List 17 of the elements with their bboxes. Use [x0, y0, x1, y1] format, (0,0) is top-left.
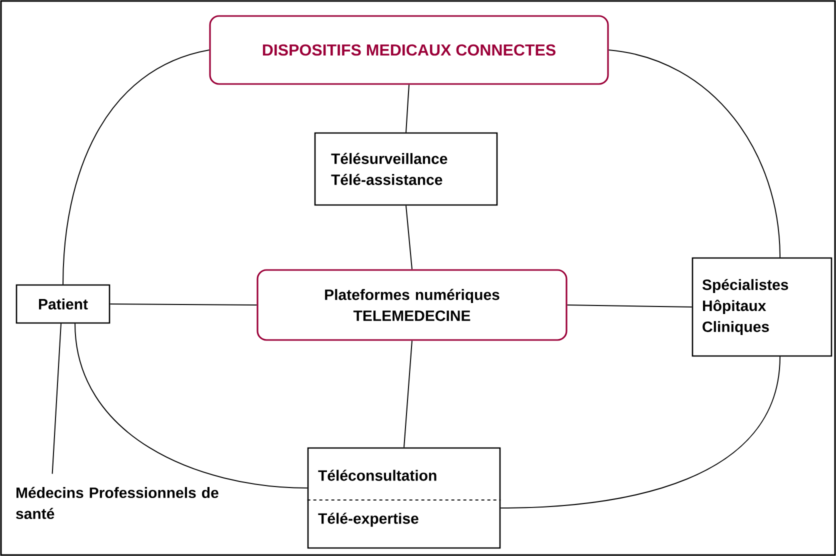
connector-line	[566, 304, 692, 308]
platform-box: Plateformes numériques TELEMEDECINE	[256, 269, 568, 341]
connector-line	[62, 50, 210, 285]
connector-line	[608, 50, 780, 258]
connector-line	[404, 340, 412, 448]
actor-label: Médecins Professionnels de santé	[16, 486, 218, 520]
service-box: Téléconsultation Télé-expertise	[306, 447, 502, 549]
connector-line	[406, 205, 412, 270]
service-box: Télésurveillance Télé-assistance	[314, 132, 498, 206]
connector-line	[406, 84, 410, 133]
header-box: DISPOSITIFS MEDICAUX CONNECTES	[209, 15, 609, 85]
patient-box: Patient	[16, 284, 110, 324]
connector-line	[74, 323, 308, 488]
actor-box: Spécialistes Hôpitaux Cliniques	[692, 257, 832, 357]
connector-line	[52, 323, 62, 474]
connector-line	[500, 356, 780, 508]
connector-line	[110, 304, 258, 306]
